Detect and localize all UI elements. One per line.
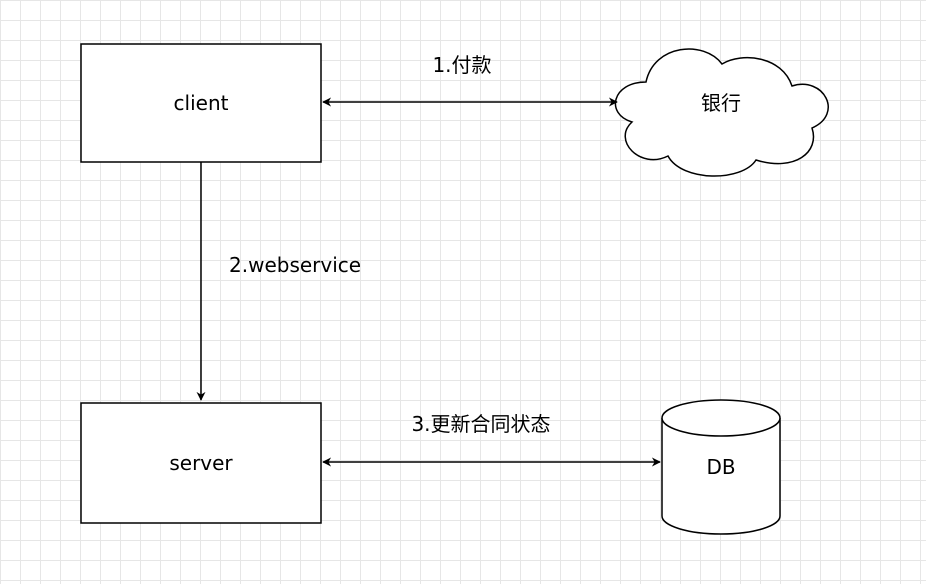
payment-label: 1.付款: [432, 53, 491, 77]
client-box: [80, 43, 322, 163]
webservice-edge[interactable]: 2.webservice: [196, 162, 361, 401]
db-label: DB: [706, 455, 735, 479]
db-cylinder-top: [661, 399, 781, 437]
bank-node[interactable]: 银行: [614, 48, 829, 177]
client-label: client: [174, 91, 229, 115]
update-status-edge[interactable]: 3.更新合同状态: [322, 412, 661, 467]
server-node[interactable]: server: [80, 402, 322, 524]
db-cylinder-body: [661, 418, 781, 535]
webservice-label: 2.webservice: [229, 253, 361, 277]
update-status-label: 3.更新合同状态: [411, 412, 550, 436]
server-box: [80, 402, 322, 524]
server-label: server: [169, 451, 233, 475]
bank-label: 银行: [701, 91, 741, 115]
db-node[interactable]: DB: [661, 399, 781, 535]
payment-edge[interactable]: 1.付款: [322, 53, 618, 107]
bank-cloud-shape: [614, 48, 829, 177]
client-node[interactable]: client: [80, 43, 322, 163]
